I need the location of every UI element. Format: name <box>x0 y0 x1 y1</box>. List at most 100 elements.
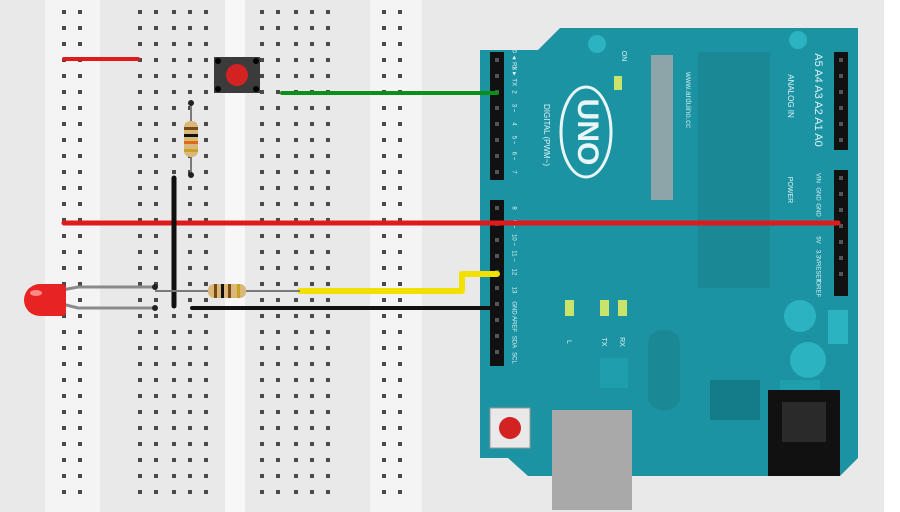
breadboard-hole <box>276 394 280 398</box>
resistor-icon <box>155 284 300 298</box>
breadboard-hole <box>310 458 314 462</box>
breadboard-hole <box>172 458 176 462</box>
breadboard-hole <box>138 26 142 30</box>
breadboard-hole <box>326 170 330 174</box>
breadboard-hole <box>78 298 82 302</box>
header-pin <box>495 286 499 290</box>
breadboard-hole <box>398 458 402 462</box>
breadboard-hole <box>276 362 280 366</box>
breadboard-hole <box>276 266 280 270</box>
breadboard-hole <box>62 474 66 478</box>
breadboard-hole <box>294 490 298 494</box>
breadboard-hole <box>398 106 402 110</box>
breadboard-hole <box>78 234 82 238</box>
breadboard-hole <box>154 234 158 238</box>
breadboard-hole <box>326 234 330 238</box>
pin-label: 3 ~ <box>510 104 516 113</box>
breadboard-hole <box>138 442 142 446</box>
breadboard-hole <box>154 10 158 14</box>
breadboard-hole <box>326 10 330 14</box>
header-pin <box>495 302 499 306</box>
breadboard-hole <box>382 154 386 158</box>
breadboard-hole <box>260 186 264 190</box>
breadboard-hole <box>62 218 66 222</box>
breadboard-hole <box>154 250 158 254</box>
header-pin <box>839 138 843 142</box>
pin-label: 8 <box>510 206 516 210</box>
breadboard-hole <box>294 74 298 78</box>
breadboard-hole <box>382 106 386 110</box>
breadboard-hole <box>294 282 298 286</box>
resistor-band <box>221 284 224 298</box>
breadboard-hole <box>294 266 298 270</box>
breadboard-hole <box>138 42 142 46</box>
breadboard-hole <box>310 378 314 382</box>
breadboard-hole <box>204 394 208 398</box>
pin-label: A5 <box>812 53 824 66</box>
breadboard-hole <box>326 154 330 158</box>
breadboard-hole <box>188 410 192 414</box>
breadboard-hole <box>326 202 330 206</box>
pin-label: 1 ► TX <box>510 66 516 86</box>
breadboard-hole <box>154 394 158 398</box>
breadboard-hole <box>78 266 82 270</box>
breadboard-hole <box>204 90 208 94</box>
breadboard-hole <box>138 106 142 110</box>
header-pin <box>839 208 843 212</box>
breadboard-rail-right <box>370 0 422 512</box>
header-pin <box>839 256 843 260</box>
breadboard-hole <box>188 298 192 302</box>
breadboard-hole <box>294 106 298 110</box>
breadboard-hole <box>172 10 176 14</box>
breadboard-hole <box>294 10 298 14</box>
breadboard-hole <box>326 218 330 222</box>
breadboard-hole <box>204 330 208 334</box>
breadboard-hole <box>62 410 66 414</box>
breadboard-hole <box>62 458 66 462</box>
breadboard-hole <box>326 266 330 270</box>
pin-label: GND <box>814 203 820 217</box>
breadboard-hole <box>398 442 402 446</box>
breadboard-hole <box>294 330 298 334</box>
breadboard-hole <box>172 122 176 126</box>
breadboard-hole <box>154 282 158 286</box>
breadboard-hole <box>78 218 82 222</box>
resistor-band <box>237 284 240 298</box>
uno-logo-text: UNO <box>571 99 604 166</box>
breadboard-hole <box>294 234 298 238</box>
pin-label: 2 <box>510 90 516 94</box>
breadboard-hole <box>188 202 192 206</box>
breadboard-hole <box>326 362 330 366</box>
breadboard-hole <box>276 10 280 14</box>
header-pin <box>839 58 843 62</box>
breadboard-hole <box>276 234 280 238</box>
breadboard-hole <box>204 250 208 254</box>
breadboard-hole <box>310 74 314 78</box>
breadboard-hole <box>172 138 176 142</box>
breadboard-hole <box>310 362 314 366</box>
breadboard-hole <box>188 490 192 494</box>
breadboard-hole <box>154 122 158 126</box>
breadboard-hole <box>276 138 280 142</box>
breadboard-hole <box>326 138 330 142</box>
breadboard-hole <box>172 90 176 94</box>
breadboard-hole <box>62 490 66 494</box>
breadboard-hole <box>138 378 142 382</box>
breadboard-hole <box>398 26 402 30</box>
breadboard-hole <box>62 378 66 382</box>
pin-label: GND <box>510 301 516 315</box>
breadboard-hole <box>172 346 176 350</box>
breadboard-hole <box>78 378 82 382</box>
breadboard-hole <box>326 58 330 62</box>
breadboard-hole <box>382 122 386 126</box>
breadboard-hole <box>276 314 280 318</box>
resistor-band <box>184 149 198 152</box>
breadboard-hole <box>310 314 314 318</box>
breadboard-hole <box>260 298 264 302</box>
analog-in-label: ANALOG IN <box>786 74 795 118</box>
pushbutton-leg <box>215 58 221 64</box>
breadboard-hole <box>326 458 330 462</box>
breadboard-hole <box>260 170 264 174</box>
breadboard-hole <box>62 314 66 318</box>
breadboard-hole <box>260 490 264 494</box>
